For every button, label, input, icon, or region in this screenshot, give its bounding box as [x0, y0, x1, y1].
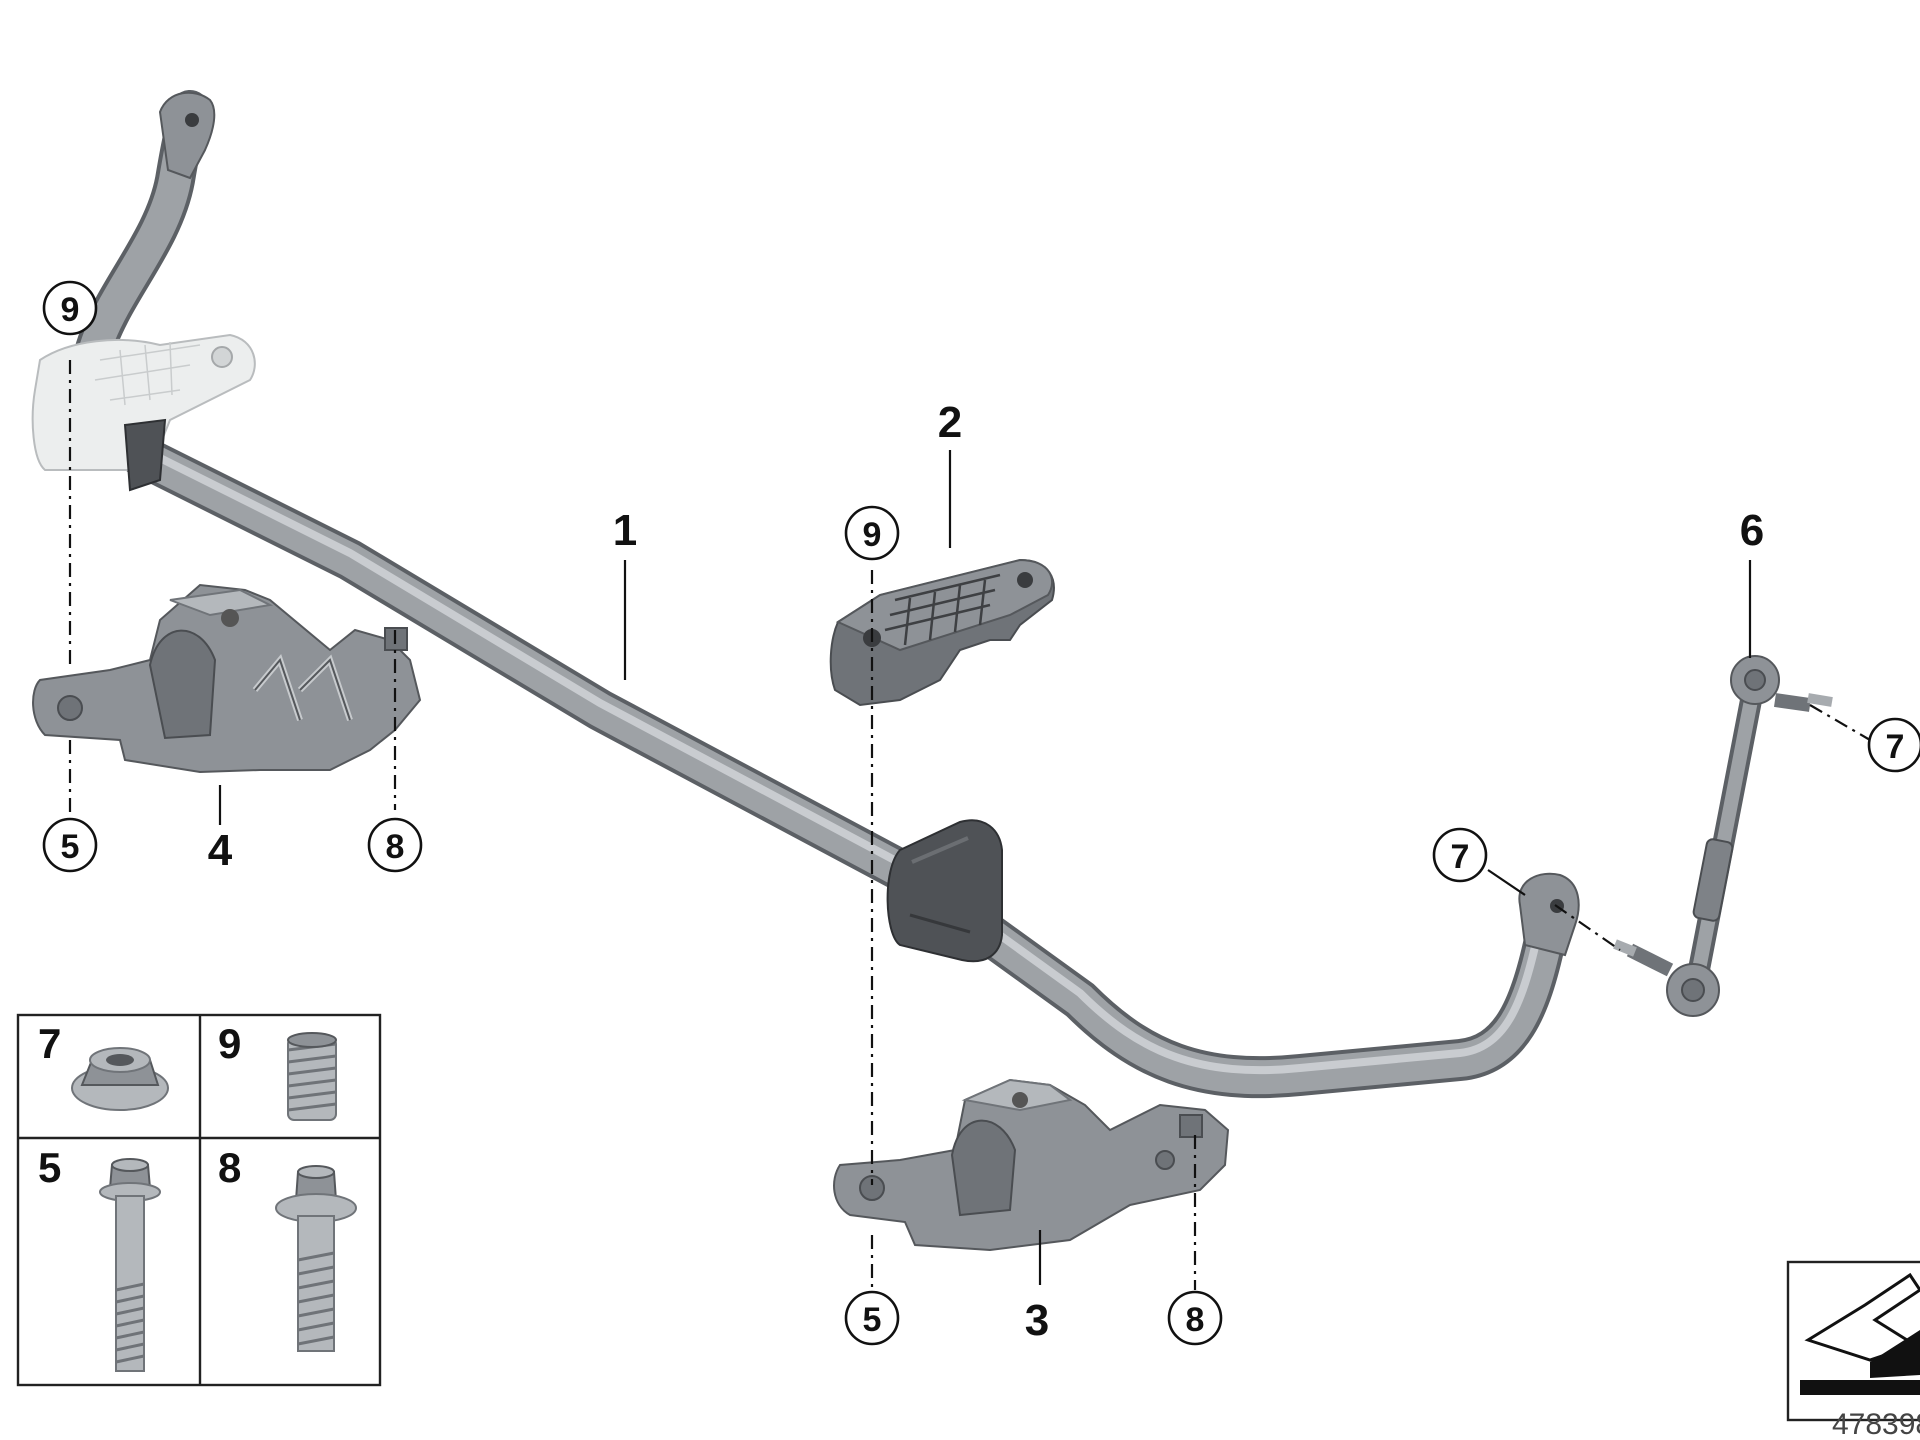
callout-5-bottom: 5	[844, 1290, 900, 1346]
callout-4: 4	[208, 826, 233, 875]
callout-1: 1	[613, 506, 637, 555]
callout-8-left-label: 8	[386, 828, 405, 866]
callout-8-bottom-label: 8	[1186, 1301, 1205, 1339]
callout-9-middle: 9	[844, 505, 900, 561]
callout-3: 3	[1025, 1296, 1049, 1345]
callout-5-left-label: 5	[61, 828, 80, 866]
short-bolt-icon	[275, 1165, 357, 1352]
callout-8-bottom: 8	[1167, 1290, 1223, 1346]
callout-9-left-label: 9	[61, 291, 80, 329]
callout-2-label: 2	[938, 398, 962, 447]
vehicle-direction-arrow-icon	[1800, 1272, 1920, 1395]
callout-9-middle-label: 9	[863, 516, 882, 554]
legend-cell-7: 7	[38, 1020, 169, 1111]
drawing-number: 478398	[1832, 1408, 1920, 1440]
legend-cell-5: 5	[38, 1144, 161, 1372]
legend-cell-5-label: 5	[38, 1144, 61, 1191]
callout-6: 6	[1740, 506, 1764, 555]
legend-cell-9-label: 9	[218, 1020, 241, 1067]
callout-7-right-label: 7	[1886, 728, 1905, 766]
stabilizer-bar	[69, 90, 1580, 1099]
legend-cell-8-label: 8	[218, 1144, 241, 1191]
legend-cell-9: 9	[218, 1020, 337, 1121]
callout-2: 2	[938, 398, 962, 447]
upper-clamp-part-2	[829, 558, 1055, 707]
callout-5-bottom-label: 5	[863, 1301, 882, 1339]
leader-lines	[218, 450, 1752, 1285]
long-bolt-icon	[99, 1158, 161, 1372]
callout-8-left: 8	[367, 817, 423, 873]
legend-cell-7-label: 7	[38, 1020, 61, 1067]
callout-6-label: 6	[1740, 506, 1764, 555]
callout-1-label: 1	[613, 506, 637, 555]
legend-cell-8: 8	[218, 1144, 357, 1352]
callout-7-middle: 7	[1432, 827, 1488, 883]
left-bracket-part-4	[32, 583, 422, 774]
lower-bracket-part-3	[833, 1078, 1230, 1252]
left-bracket-cover	[31, 333, 256, 492]
callout-5-left: 5	[42, 817, 98, 873]
fastener-legend: 7 9 5	[16, 1013, 382, 1387]
callout-7-middle-label: 7	[1451, 838, 1470, 876]
callout-7-right: 7	[1867, 717, 1920, 773]
link-rod-part-6	[1613, 655, 1833, 1017]
flange-nut-icon	[71, 1047, 169, 1111]
threaded-insert-icon	[287, 1032, 337, 1121]
orientation-symbol	[1786, 1260, 1920, 1422]
callout-3-label: 3	[1025, 1296, 1049, 1345]
assembly-lines	[68, 360, 1871, 1290]
callout-4-label: 4	[208, 826, 233, 875]
callout-9-left: 9	[42, 280, 98, 336]
